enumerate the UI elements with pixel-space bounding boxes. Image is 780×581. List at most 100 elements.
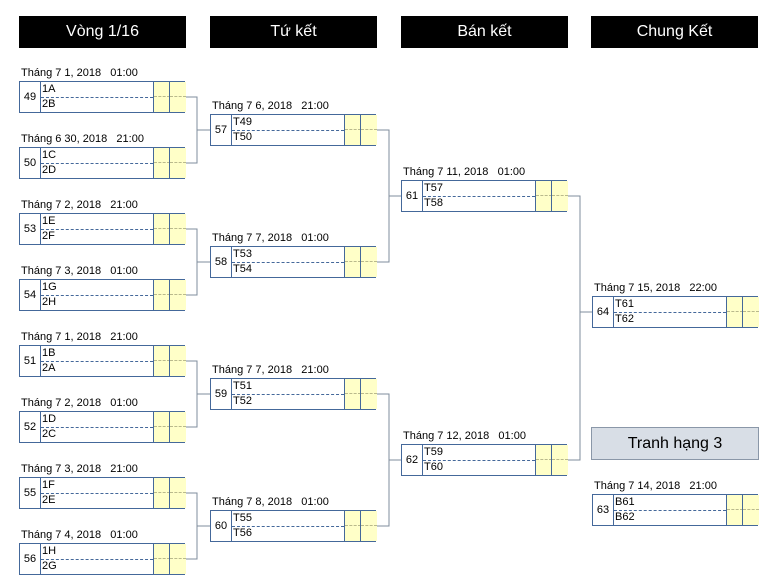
score-cell[interactable] [360,379,377,409]
score-cell[interactable] [535,181,552,211]
score-cell[interactable] [742,297,759,327]
score-cell[interactable] [344,115,361,145]
match-number: 50 [20,148,41,178]
score-cell[interactable] [169,346,186,376]
score-cell[interactable] [153,346,170,376]
team-1: 1C [41,148,153,164]
team-2: 2E [42,494,56,506]
match-box[interactable]: 50 1C 2D [19,147,186,179]
match-box[interactable]: 59 T51 T52 [210,378,377,410]
score-cell[interactable] [153,82,170,112]
score-cell[interactable] [344,511,361,541]
match-date: Tháng 7 1, 2018 01:00 [21,67,138,79]
team-1: 1B [41,346,153,362]
score-cell[interactable] [535,445,552,475]
match-box[interactable]: 52 1D 2C [19,411,186,443]
match-date: Tháng 7 11, 2018 01:00 [403,166,526,178]
match-box[interactable]: 55 1F 2E [19,477,186,509]
score-cell[interactable] [153,148,170,178]
score-cell[interactable] [360,247,377,277]
team-2: 2C [42,428,57,440]
match-date: Tháng 7 4, 2018 01:00 [21,529,138,541]
match-box[interactable]: 51 1B 2A [19,345,186,377]
match-number: 57 [211,115,232,145]
match-box[interactable]: 57 T49 T50 [210,114,377,146]
team-1: 1G [41,280,153,296]
header-semifinals: Bán kết [401,16,568,48]
score-cell[interactable] [169,478,186,508]
third-place-label: Tranh hạng 3 [591,427,759,460]
match-date: Tháng 7 15, 2018 22:00 [594,282,717,294]
team-2: T56 [233,527,252,539]
team-2: 2H [42,296,57,308]
match-box[interactable]: 64 T61 T62 [592,296,759,328]
team-2: 2D [42,164,57,176]
match-box[interactable]: 62 T59 T60 [401,444,568,476]
match-date: Tháng 7 1, 2018 21:00 [21,331,138,343]
match-box[interactable]: 56 1H 2G [19,543,186,575]
team-1: T61 [614,297,726,313]
team-1: 1F [41,478,153,494]
score-cell[interactable] [153,544,170,574]
team-2: 2G [42,560,57,572]
match-box[interactable]: 49 1A 2B [19,81,186,113]
score-cell[interactable] [360,115,377,145]
score-cell[interactable] [360,511,377,541]
score-cell[interactable] [169,280,186,310]
score-cell[interactable] [153,214,170,244]
match-number: 52 [20,412,41,442]
team-2: 2A [42,362,56,374]
match-date: Tháng 7 3, 2018 01:00 [21,265,138,277]
match-date: Tháng 7 2, 2018 01:00 [21,397,138,409]
match-number: 58 [211,247,232,277]
score-cell[interactable] [551,181,568,211]
match-box[interactable]: 58 T53 T54 [210,246,377,278]
header-quarterfinals: Tứ kết [210,16,377,48]
score-cell[interactable] [169,412,186,442]
match-number: 62 [402,445,423,475]
match-date: Tháng 6 30, 2018 21:00 [21,133,144,145]
score-cell[interactable] [742,495,759,525]
score-cell[interactable] [551,445,568,475]
team-2: T54 [233,263,252,275]
team-1: T59 [423,445,535,461]
score-cell[interactable] [344,247,361,277]
score-cell[interactable] [726,297,743,327]
match-box[interactable]: 63 B61 B62 [592,494,759,526]
score-cell[interactable] [153,478,170,508]
score-cell[interactable] [169,544,186,574]
score-cell[interactable] [153,412,170,442]
team-1: 1E [41,214,153,230]
team-2: T58 [424,197,443,209]
header-final: Chung Kết [591,16,758,48]
match-number: 61 [402,181,423,211]
match-number: 55 [20,478,41,508]
match-date: Tháng 7 2, 2018 21:00 [21,199,138,211]
team-2: 2F [42,230,55,242]
match-box[interactable]: 54 1G 2H [19,279,186,311]
match-box[interactable]: 60 T55 T56 [210,510,377,542]
team-1: T49 [232,115,344,131]
score-cell[interactable] [726,495,743,525]
match-number: 49 [20,82,41,112]
match-date: Tháng 7 3, 2018 21:00 [21,463,138,475]
match-date: Tháng 7 7, 2018 21:00 [212,364,329,376]
match-number: 51 [20,346,41,376]
match-box[interactable]: 61 T57 T58 [401,180,568,212]
team-2: B62 [615,511,635,523]
match-number: 64 [593,297,614,327]
score-cell[interactable] [169,82,186,112]
match-date: Tháng 7 6, 2018 21:00 [212,100,329,112]
team-1: 1A [41,82,153,98]
match-date: Tháng 7 8, 2018 01:00 [212,496,329,508]
score-cell[interactable] [153,280,170,310]
match-number: 56 [20,544,41,574]
match-box[interactable]: 53 1E 2F [19,213,186,245]
match-date: Tháng 7 14, 2018 21:00 [594,480,717,492]
score-cell[interactable] [169,214,186,244]
team-2: T60 [424,461,443,473]
score-cell[interactable] [344,379,361,409]
score-cell[interactable] [169,148,186,178]
team-2: 2B [42,98,56,110]
